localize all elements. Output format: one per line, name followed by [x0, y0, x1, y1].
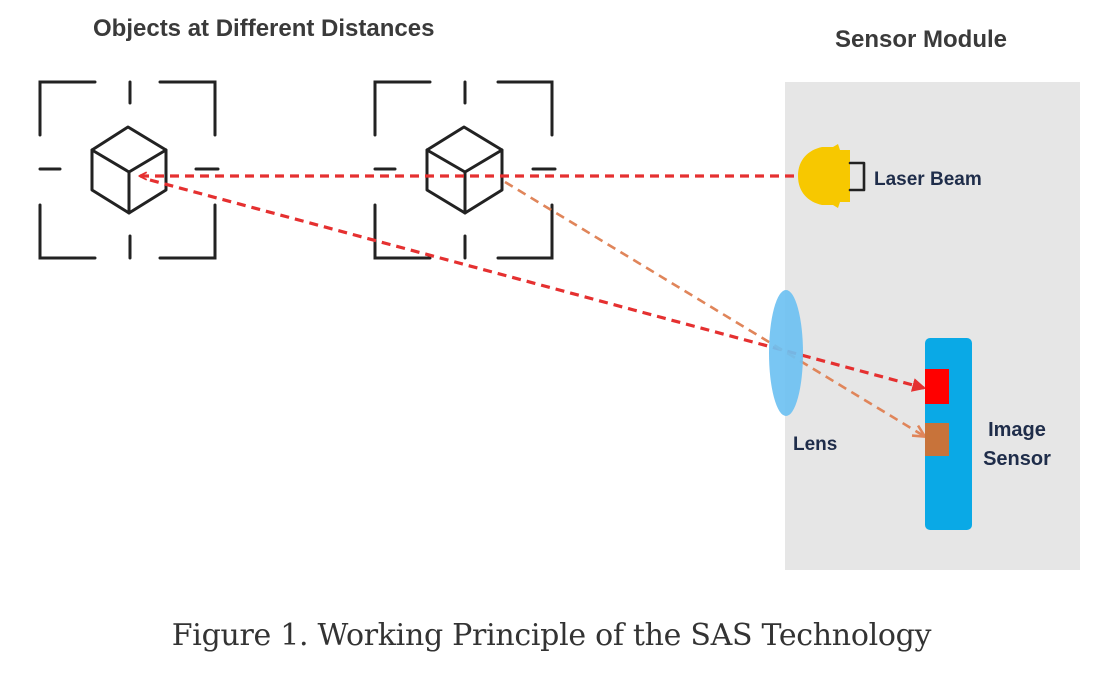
viewfinder-icon	[373, 80, 557, 260]
lens-shape	[769, 290, 803, 416]
cube-icon	[425, 125, 504, 215]
lens-label: Lens	[793, 434, 837, 455]
far-object-frame	[38, 80, 220, 260]
laser-emitter-icon	[798, 144, 866, 208]
near-object-frame	[373, 80, 557, 260]
viewfinder-icon	[38, 80, 220, 260]
heading-sensor-module: Sensor Module	[835, 26, 1007, 53]
sas-diagram: Objects at Different Distances Sensor Mo…	[38, 15, 1080, 570]
image-sensor-label-line2: Sensor	[983, 448, 1051, 470]
cube-icon	[90, 125, 168, 215]
far-object-spot	[925, 369, 949, 404]
near-object-reflection-ray	[504, 180, 924, 436]
near-object-spot	[925, 423, 949, 456]
image-sensor-label-line1: Image	[988, 419, 1046, 441]
laser-beam-label: Laser Beam	[874, 169, 982, 190]
diagram-canvas: Objects at Different Distances Sensor Mo…	[38, 15, 1080, 570]
figure-caption: Figure 1. Working Principle of the SAS T…	[171, 618, 932, 653]
heading-objects: Objects at Different Distances	[93, 15, 434, 42]
